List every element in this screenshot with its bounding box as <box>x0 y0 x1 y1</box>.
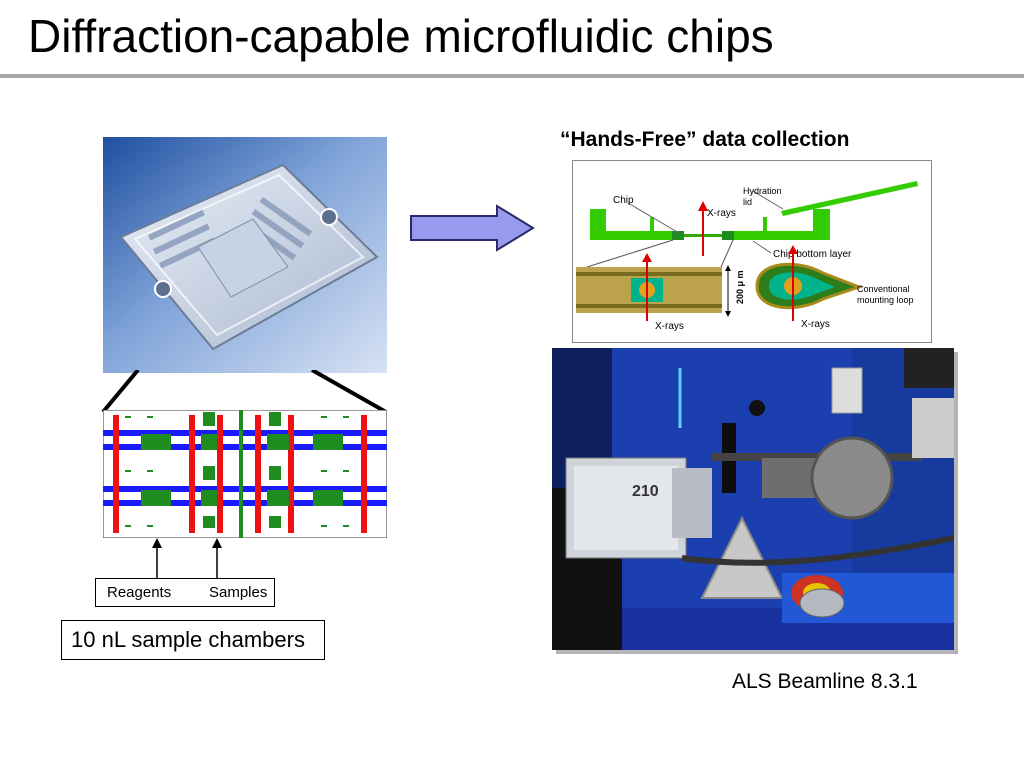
chip-label: Chip <box>613 195 634 206</box>
photo-label: 210 <box>632 483 659 500</box>
chip-photo <box>103 137 387 373</box>
chambers-box <box>61 620 325 660</box>
channel-detail <box>103 410 387 538</box>
collection-diagram: Chip X-rays Hydration lid Chip bottom la… <box>572 160 932 343</box>
chambers-label: 10 nL sample chambers <box>71 627 305 652</box>
hands-free-heading: “Hands-Free” data collection <box>560 128 850 151</box>
xrays-left-label: X-rays <box>655 321 684 332</box>
chip-bottom-layer-label: Chip bottom layer <box>773 249 852 260</box>
zoom-lines <box>101 370 387 414</box>
beamline-caption: ALS Beamline 8.3.1 <box>732 670 918 693</box>
xrays-top-label: X-rays <box>707 208 736 219</box>
beamline-photo: 210 <box>552 348 954 650</box>
slide-title: Diffraction-capable microfluidic chips <box>28 10 774 62</box>
hydration-lid-label-2: lid <box>743 197 752 207</box>
xrays-right-label: X-rays <box>801 319 830 330</box>
reagents-label: Reagents <box>107 584 172 601</box>
collection-diagram-drawing: Chip X-rays Hydration lid Chip bottom la… <box>576 181 918 332</box>
reagents-samples-box <box>95 578 275 607</box>
conventional-loop-label-2: mounting loop <box>857 295 914 305</box>
pointer-arrows <box>152 538 222 580</box>
title-divider <box>0 74 1024 78</box>
scale-label: 200 μ m <box>735 270 745 304</box>
samples-label: Samples <box>209 584 268 601</box>
right-arrow-icon <box>410 204 535 252</box>
hydration-lid-label: Hydration <box>743 186 782 196</box>
conventional-loop-label: Conventional <box>857 284 910 294</box>
